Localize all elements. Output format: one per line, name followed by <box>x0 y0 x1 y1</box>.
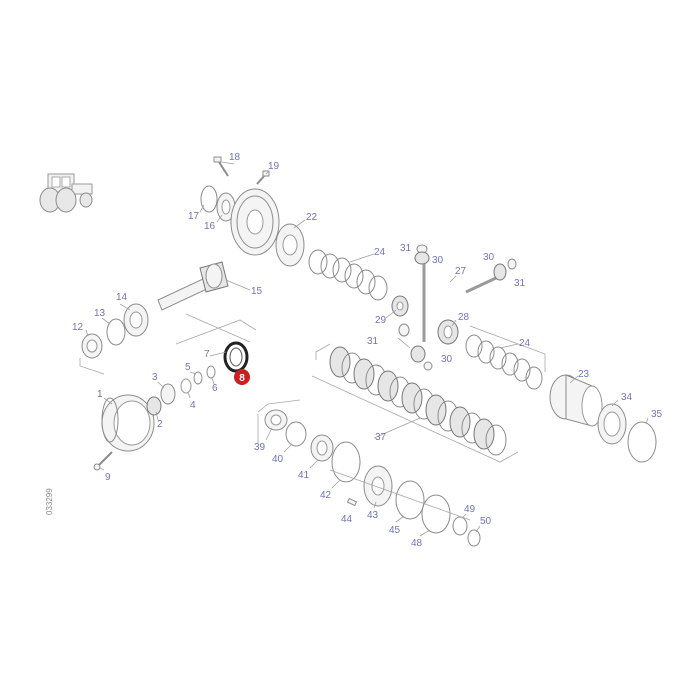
part-ring-49 <box>452 516 468 536</box>
label-part-13: 13 <box>94 308 106 319</box>
label-part-18: 18 <box>229 152 241 163</box>
label-part-4: 4 <box>190 400 196 411</box>
label-part-31c: 31 <box>367 336 379 347</box>
part-ring-48 <box>421 494 451 534</box>
label-part-42: 42 <box>320 490 332 501</box>
part-pinion-shaft-15 <box>157 261 229 311</box>
part-crown-gear <box>230 188 280 256</box>
part-ring-35 <box>627 421 657 463</box>
part-washer-4 <box>180 378 192 394</box>
part-ring-17 <box>200 185 218 213</box>
part-gear-3 <box>160 383 176 405</box>
label-part-29: 29 <box>375 315 387 326</box>
part-ring-5 <box>193 371 203 385</box>
label-part-37: 37 <box>375 432 387 443</box>
part-side-gear-28 <box>437 319 459 345</box>
part-pin-27 <box>422 264 497 342</box>
part-clutch-pack-37 <box>329 346 507 456</box>
part-bearing-16 <box>216 192 236 222</box>
label-part-45: 45 <box>389 525 401 536</box>
label-part-49: 49 <box>464 504 476 515</box>
label-part-7: 7 <box>204 349 210 360</box>
label-part-41: 41 <box>298 470 310 481</box>
part-ring-13 <box>106 318 126 346</box>
label-part-34: 34 <box>621 392 633 403</box>
bracket-clutch-pack <box>315 343 331 360</box>
label-part-30a: 30 <box>432 255 444 266</box>
part-bolt-9 <box>93 451 113 471</box>
bracket-shaft-group <box>79 358 105 375</box>
document-id: 033299 <box>45 488 54 515</box>
tractor-icon <box>39 173 93 213</box>
bracket-differential <box>469 325 546 372</box>
part-key-44 <box>346 497 358 507</box>
label-part-16: 16 <box>204 221 216 232</box>
part-bearing-12 <box>81 333 103 359</box>
label-part-22: 22 <box>306 212 318 223</box>
part-piston-39 <box>264 409 288 431</box>
label-part-2: 2 <box>157 419 163 430</box>
part-seal-8[interactable] <box>223 341 249 373</box>
bracket-bottom-group <box>257 399 301 413</box>
part-gear-29 <box>391 295 409 317</box>
label-part-28: 28 <box>458 312 470 323</box>
part-ring-42 <box>331 441 361 483</box>
part-housing-22 <box>275 223 305 267</box>
label-part-1: 1 <box>97 389 103 400</box>
label-part-30c: 30 <box>441 354 453 365</box>
label-part-5: 5 <box>185 362 191 373</box>
part-pinion-30-upper <box>414 244 430 265</box>
label-part-44: 44 <box>341 514 353 525</box>
part-ring-50 <box>467 529 481 547</box>
label-part-40: 40 <box>272 454 284 465</box>
part-bearing-14 <box>123 303 149 337</box>
label-part-39: 39 <box>254 442 266 453</box>
label-part-50: 50 <box>480 516 492 527</box>
highlight-label: 8 <box>239 373 245 384</box>
part-bolt-18 <box>213 156 229 177</box>
label-part-30b: 30 <box>483 252 495 263</box>
leader-lines <box>85 161 649 537</box>
label-part-6: 6 <box>212 383 218 394</box>
label-part-19: 19 <box>268 161 280 172</box>
bracket-lower-left <box>175 319 257 345</box>
part-clutch-plates-24a <box>308 249 388 301</box>
part-housing-23 <box>549 374 603 427</box>
part-ring-40 <box>285 421 307 447</box>
part-bearing-2 <box>146 396 162 416</box>
part-ring-6 <box>206 365 216 379</box>
label-part-48: 48 <box>411 538 423 549</box>
highlight-callout-8[interactable]: 8 <box>234 369 250 385</box>
bracket-clutch-pack-bottom <box>311 375 519 463</box>
label-part-27: 27 <box>455 266 467 277</box>
label-part-23: 23 <box>578 369 590 380</box>
part-bearing-41 <box>310 434 334 462</box>
part-bearing-34 <box>597 403 627 445</box>
part-ring-45 <box>395 480 425 520</box>
label-part-43: 43 <box>367 510 379 521</box>
label-part-14: 14 <box>116 292 128 303</box>
part-pinion-30-right <box>493 258 517 281</box>
part-labels: 18 19 17 16 22 15 24 31 30 27 30 31 29 2… <box>72 152 663 549</box>
part-drum-1 <box>101 394 155 452</box>
label-part-9: 9 <box>105 472 111 483</box>
label-part-15: 15 <box>251 286 263 297</box>
label-part-31b: 31 <box>514 278 526 289</box>
label-part-12: 12 <box>72 322 84 333</box>
label-part-31a: 31 <box>400 243 412 254</box>
label-part-24b: 24 <box>519 338 531 349</box>
part-pinion-30-lower <box>398 323 433 371</box>
bracket-bottom-group-base <box>329 469 471 521</box>
label-part-3: 3 <box>152 372 158 383</box>
label-part-24a: 24 <box>374 247 386 258</box>
part-hub-43 <box>363 465 393 507</box>
part-clutch-plates-24b <box>465 334 543 390</box>
label-part-35: 35 <box>651 409 663 420</box>
label-part-17: 17 <box>188 211 200 222</box>
highlight-badge <box>234 369 250 385</box>
